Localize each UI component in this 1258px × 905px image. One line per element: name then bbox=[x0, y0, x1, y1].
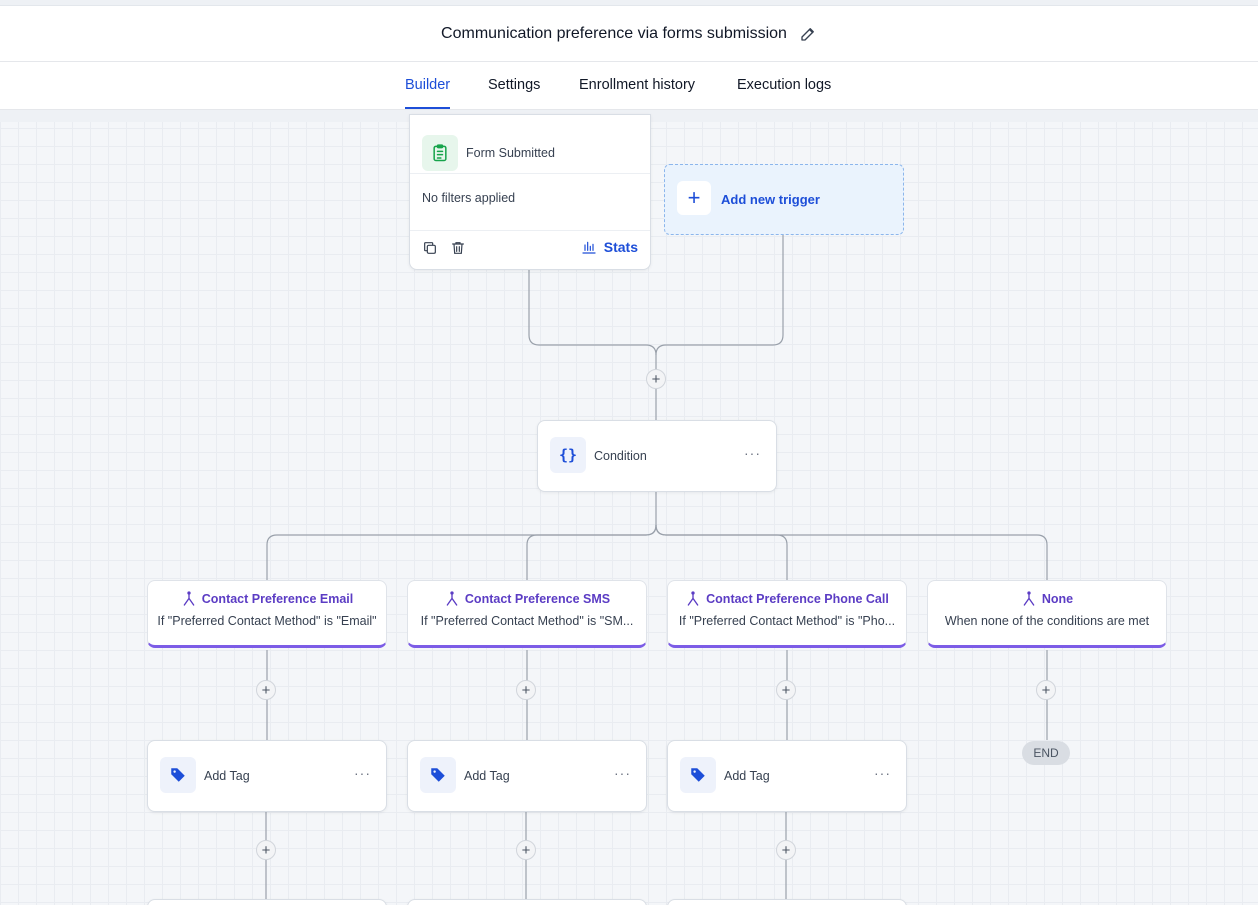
branch-icon bbox=[446, 591, 458, 606]
tab-bar: Builder Settings Enrollment history Exec… bbox=[0, 62, 1258, 110]
add-tag-card[interactable]: Add Tag ··· bbox=[407, 740, 647, 812]
condition-card[interactable]: {} Condition ··· bbox=[537, 420, 777, 492]
trigger-label: Form Submitted bbox=[466, 146, 555, 160]
more-options-icon[interactable]: ··· bbox=[614, 765, 631, 781]
divider bbox=[410, 230, 650, 231]
branch-description: When none of the conditions are met bbox=[944, 614, 1150, 628]
workflow-header: Communication preference via forms submi… bbox=[0, 6, 1258, 62]
add-step-button[interactable]: + bbox=[646, 369, 666, 389]
action-label: Add Tag bbox=[464, 769, 510, 783]
trash-icon[interactable] bbox=[450, 240, 466, 256]
next-step-card[interactable] bbox=[147, 899, 387, 905]
add-tag-card[interactable]: Add Tag ··· bbox=[147, 740, 387, 812]
add-step-button[interactable]: + bbox=[256, 680, 276, 700]
branch-title: Contact Preference SMS bbox=[464, 592, 611, 606]
next-step-card[interactable] bbox=[667, 899, 907, 905]
trigger-filters: No filters applied bbox=[422, 191, 516, 205]
tab-enrollment-history[interactable]: Enrollment history bbox=[579, 77, 696, 93]
stats-button[interactable]: Stats bbox=[581, 239, 638, 255]
stats-label: Stats bbox=[603, 239, 638, 255]
tab-execution-logs[interactable]: Execution logs bbox=[737, 77, 832, 93]
clipboard-icon bbox=[422, 135, 458, 171]
branch-description: If "Preferred Contact Method" is "Email" bbox=[157, 614, 377, 628]
plus-icon: + bbox=[677, 181, 711, 215]
branch-card-email[interactable]: Contact Preference Email If "Preferred C… bbox=[147, 580, 387, 648]
branch-title: Contact Preference Email bbox=[201, 592, 354, 606]
next-step-card[interactable] bbox=[407, 899, 647, 905]
branch-card-sms[interactable]: Contact Preference SMS If "Preferred Con… bbox=[407, 580, 647, 648]
trigger-card[interactable]: Form Submitted No filters applied Stats bbox=[409, 114, 651, 270]
add-tag-card[interactable]: Add Tag ··· bbox=[667, 740, 907, 812]
end-node: END bbox=[1022, 741, 1070, 765]
add-step-button[interactable]: + bbox=[776, 840, 796, 860]
tag-icon bbox=[680, 757, 716, 793]
branch-title: Contact Preference Phone Call bbox=[706, 592, 889, 606]
tab-builder[interactable]: Builder bbox=[405, 62, 451, 109]
copy-icon[interactable] bbox=[422, 240, 438, 256]
add-trigger-label: Add new trigger bbox=[721, 192, 820, 207]
add-step-button[interactable]: + bbox=[516, 680, 536, 700]
tag-icon bbox=[160, 757, 196, 793]
add-step-button[interactable]: + bbox=[256, 840, 276, 860]
bar-chart-icon bbox=[582, 241, 596, 254]
branch-description: If "Preferred Contact Method" is "SM... bbox=[420, 614, 634, 628]
branch-icon bbox=[687, 591, 699, 606]
divider bbox=[410, 173, 650, 174]
braces-icon: {} bbox=[550, 437, 586, 473]
edit-title-icon[interactable] bbox=[799, 25, 817, 43]
more-options-icon[interactable]: ··· bbox=[744, 445, 761, 461]
branch-description: If "Preferred Contact Method" is "Pho... bbox=[678, 614, 896, 628]
more-options-icon[interactable]: ··· bbox=[354, 765, 371, 781]
branch-card-none[interactable]: None When none of the conditions are met bbox=[927, 580, 1167, 648]
add-new-trigger-button[interactable]: + Add new trigger bbox=[664, 164, 904, 235]
add-step-button[interactable]: + bbox=[516, 840, 536, 860]
branch-icon bbox=[1023, 591, 1035, 606]
branch-card-phone-call[interactable]: Contact Preference Phone Call If "Prefer… bbox=[667, 580, 907, 648]
condition-label: Condition bbox=[594, 449, 647, 463]
workflow-title: Communication preference via forms submi… bbox=[441, 24, 787, 42]
tab-settings[interactable]: Settings bbox=[488, 77, 541, 93]
action-label: Add Tag bbox=[204, 769, 250, 783]
branch-icon bbox=[183, 591, 195, 606]
tag-icon bbox=[420, 757, 456, 793]
top-strip bbox=[0, 0, 1258, 6]
add-step-button[interactable]: + bbox=[1036, 680, 1056, 700]
workflow-canvas[interactable]: Form Submitted No filters applied Stats … bbox=[0, 110, 1258, 905]
branch-title: None bbox=[1041, 592, 1074, 606]
add-step-button[interactable]: + bbox=[776, 680, 796, 700]
action-label: Add Tag bbox=[724, 769, 770, 783]
more-options-icon[interactable]: ··· bbox=[874, 765, 891, 781]
